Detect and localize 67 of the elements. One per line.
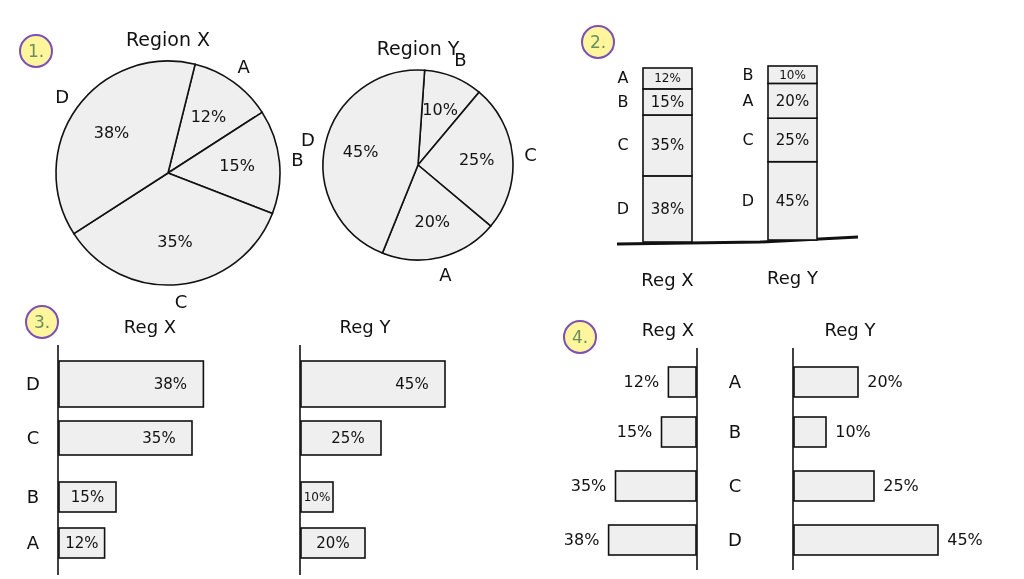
value-label: 35% xyxy=(650,137,685,153)
category-label: D xyxy=(26,375,40,393)
category-label: Reg Y xyxy=(767,269,818,287)
series-label: B xyxy=(617,93,629,110)
series-label: C xyxy=(742,131,754,148)
value-label: 38% xyxy=(153,376,188,392)
value-label: 10% xyxy=(422,102,458,119)
category-label: D xyxy=(728,531,742,549)
series-label: D xyxy=(741,192,755,209)
chart-title: Reg Y xyxy=(824,321,876,339)
value-label: 12% xyxy=(190,108,227,125)
chart-title: Region X xyxy=(125,29,211,49)
value-label: 10% xyxy=(835,424,871,440)
value-label: 15% xyxy=(650,94,685,110)
category-label: A xyxy=(728,373,742,391)
series-label: D xyxy=(616,200,630,217)
category-label: B xyxy=(26,488,40,506)
category-label: D xyxy=(300,130,315,149)
value-label: 35% xyxy=(570,478,607,494)
value-label: 38% xyxy=(93,124,130,141)
value-label: 25% xyxy=(458,151,495,168)
value-label: 35% xyxy=(142,430,176,446)
value-label: 12% xyxy=(623,374,660,390)
category-label: B xyxy=(454,51,467,70)
category-label: A xyxy=(237,58,250,77)
series-label: B xyxy=(742,66,754,83)
category-label: C xyxy=(26,429,40,447)
value-label: 20% xyxy=(316,535,350,551)
chart-title: Reg Y xyxy=(339,318,391,336)
value-label: 38% xyxy=(563,532,600,548)
value-label: 45% xyxy=(342,143,379,160)
value-label: 25% xyxy=(883,478,919,494)
chart-title: Reg X xyxy=(641,321,695,339)
value-label: 10% xyxy=(303,491,331,503)
value-label: 45% xyxy=(775,193,810,209)
step-number: 4. xyxy=(563,320,597,354)
step-number: 2. xyxy=(581,25,615,59)
category-label: B xyxy=(291,150,304,169)
category-label: Reg X xyxy=(641,271,694,289)
value-label: 12% xyxy=(654,72,681,85)
value-label: 38% xyxy=(650,201,685,217)
value-label: 15% xyxy=(219,157,255,174)
value-label: 20% xyxy=(414,214,450,231)
chart-title: Reg X xyxy=(123,318,177,336)
series-label: A xyxy=(742,92,754,109)
category-label: C xyxy=(524,146,537,165)
category-label: A xyxy=(439,265,452,284)
value-label: 12% xyxy=(65,535,99,551)
step-number: 3. xyxy=(25,305,59,339)
value-label: 45% xyxy=(947,532,983,548)
value-label: 25% xyxy=(775,132,810,148)
category-label: D xyxy=(55,88,70,107)
series-label: A xyxy=(617,70,629,87)
value-label: 10% xyxy=(779,68,806,81)
category-label: C xyxy=(174,293,188,312)
value-label: 35% xyxy=(157,234,193,251)
step-number: 1. xyxy=(19,34,53,68)
category-label: C xyxy=(728,477,742,495)
value-label: 25% xyxy=(331,430,365,446)
value-label: 15% xyxy=(616,424,653,440)
category-label: B xyxy=(728,423,742,441)
series-label: C xyxy=(617,137,629,154)
category-label: A xyxy=(26,534,40,552)
value-label: 15% xyxy=(70,489,105,505)
value-label: 20% xyxy=(775,93,810,109)
value-label: 20% xyxy=(867,374,903,390)
value-label: 45% xyxy=(395,376,429,392)
